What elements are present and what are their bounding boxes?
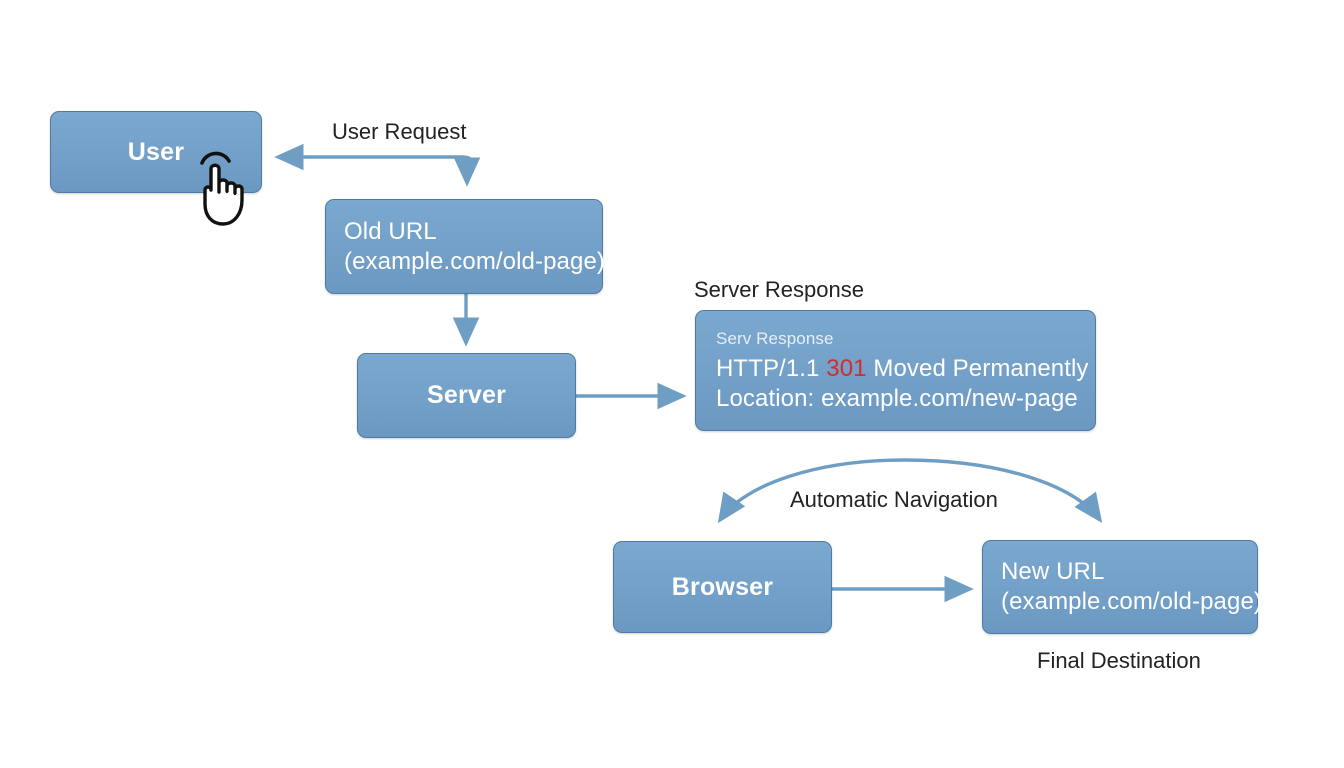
node-new-url-subtitle: (example.com/old-page): [1001, 588, 1262, 615]
node-old-url[interactable]: Old URL (example.com/old-page): [325, 199, 605, 294]
pointing-hand-cursor-icon: [200, 151, 244, 226]
node-old-url-subtitle: (example.com/old-page): [344, 247, 605, 275]
label-final-destination: Final Destination: [1037, 648, 1201, 673]
response-header-label: Serv Response: [716, 328, 834, 348]
node-browser-label: Browser: [671, 572, 774, 601]
response-status-suffix: Moved Permanently: [866, 354, 1089, 382]
arrow-user-request: [274, 143, 481, 187]
response-location-line: Location: example.com/new-page: [716, 384, 1078, 412]
node-server[interactable]: Server: [357, 353, 576, 438]
label-automatic-navigation: Automatic Navigation: [790, 487, 998, 512]
response-status-prefix: HTTP/1.1: [716, 354, 827, 382]
node-browser[interactable]: Browser: [613, 541, 832, 633]
node-user-label: User: [127, 137, 185, 166]
label-user-request: User Request: [332, 119, 467, 144]
node-old-url-title: Old URL: [344, 217, 437, 245]
node-server-label: Server: [426, 381, 507, 409]
label-server-response: Server Response: [694, 277, 864, 302]
response-status-line: HTTP/1.1 301 Moved Permanently: [716, 354, 1089, 384]
node-server-response-box[interactable]: Serv Response HTTP/1.1 301 Moved Permane…: [695, 310, 1096, 431]
response-status-code: 301: [826, 354, 867, 382]
node-new-url-title: New URL: [1001, 558, 1105, 586]
node-new-url[interactable]: New URL (example.com/old-page): [982, 540, 1262, 634]
